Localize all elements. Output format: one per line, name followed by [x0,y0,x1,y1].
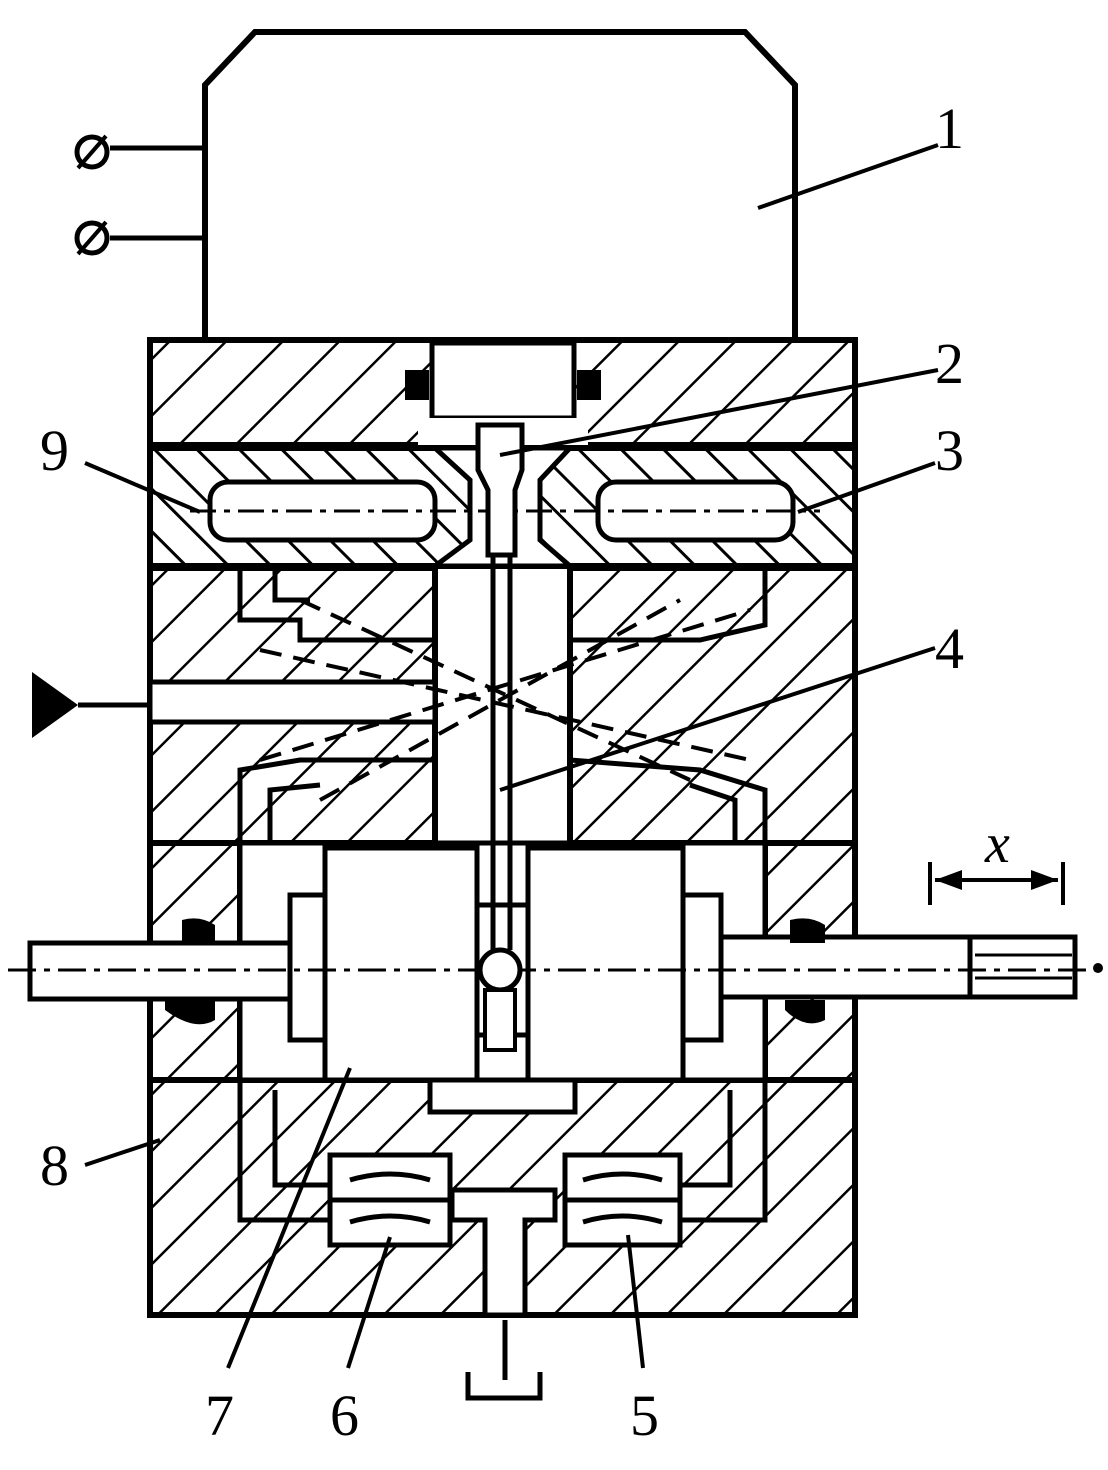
label-8: 8 [40,1133,69,1198]
label-4: 4 [935,616,964,681]
fixed-orifice-6 [327,1152,453,1248]
label-9: 9 [40,418,69,483]
terminal-icon [74,220,110,256]
label-7: 7 [205,1383,234,1448]
jet-pipe [475,422,525,1052]
torque-motor [74,29,798,340]
label-1: 1 [935,96,964,161]
terminal-icon [74,134,110,170]
leader-lines [84,143,939,1369]
supply-arrow-icon [32,672,150,738]
label-6: 6 [330,1383,359,1448]
fixed-orifice-5 [562,1152,683,1248]
displacement-label: x [984,813,1010,875]
label-5: 5 [630,1383,659,1448]
label-3: 3 [935,418,964,483]
displacement-indicator [928,862,1065,905]
label-2: 2 [935,331,964,396]
